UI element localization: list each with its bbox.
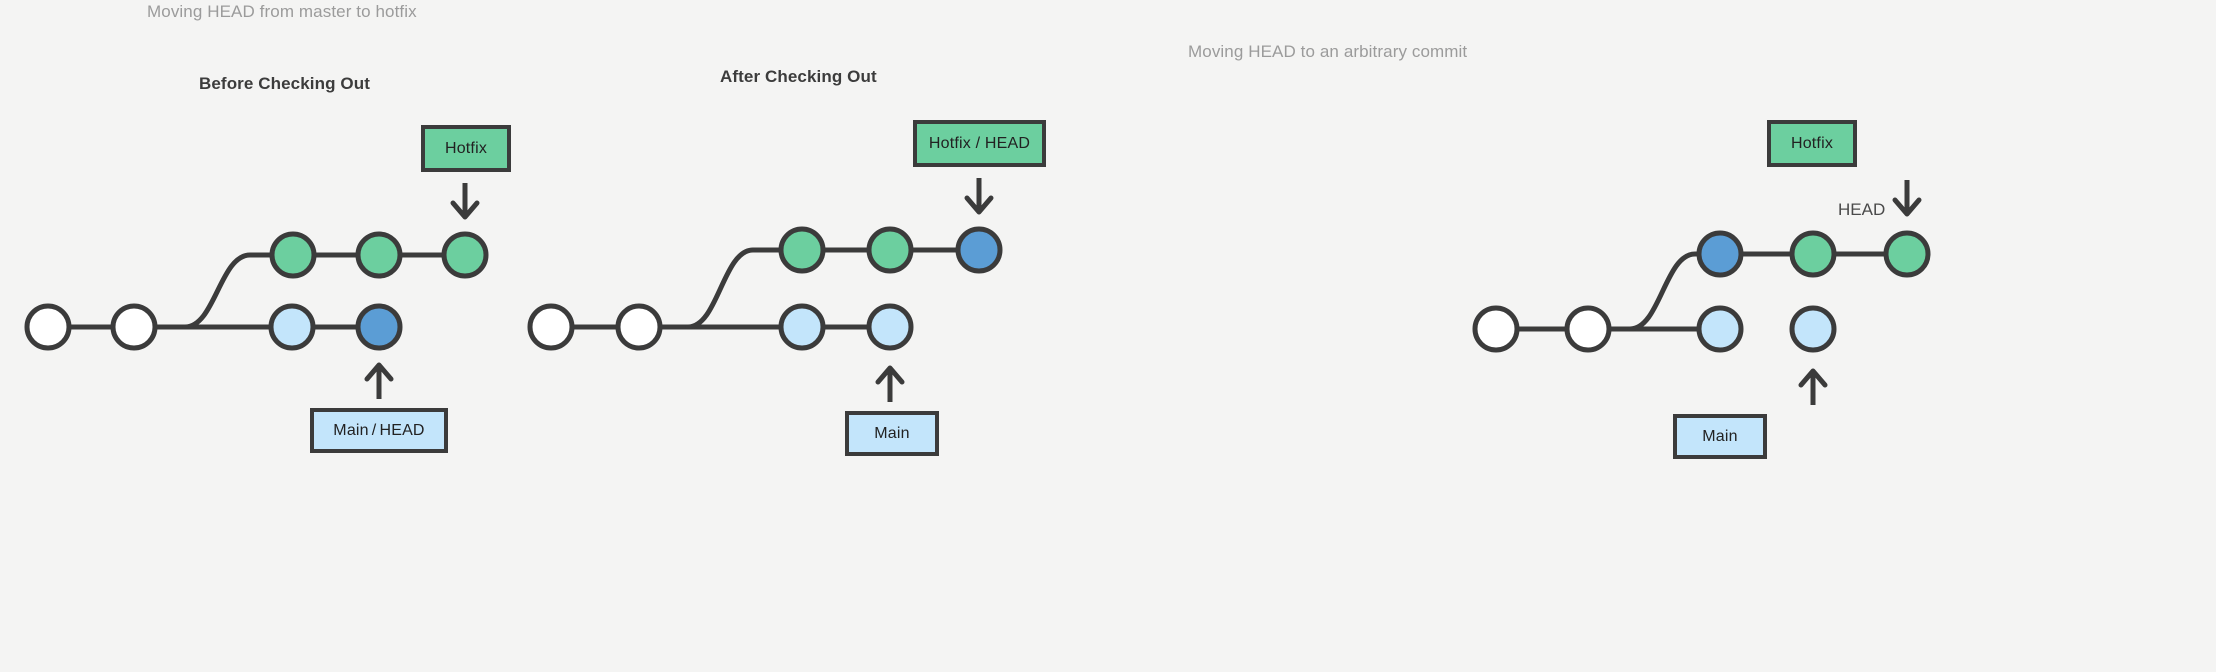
commit-node-hotfix-3[interactable]	[1883, 230, 1931, 278]
branch-tag-main-label: Main	[874, 424, 910, 442]
caption-left: Moving HEAD from master to hotfix	[147, 2, 417, 21]
commit-node-hotfix-3-head[interactable]	[955, 226, 1003, 274]
up-arrow-icon	[1798, 368, 1828, 405]
git-graph-3	[1472, 180, 1931, 405]
commit-node-hotfix-2[interactable]	[355, 231, 403, 279]
panel-arbitrary-commit: HEAD Hotfix Main	[1470, 0, 2210, 672]
commit-node-main-1[interactable]	[527, 303, 575, 351]
commit-node-main-2[interactable]	[615, 303, 663, 351]
branch-tag-label: Hotfix	[1790, 134, 1834, 152]
branch-tag-hotfix[interactable]: Hotfix	[1767, 120, 1857, 167]
branch-tag-separator: /	[371, 421, 377, 439]
commit-node-main-2[interactable]	[1564, 305, 1612, 353]
git-graph-2	[527, 178, 1003, 402]
up-arrow-icon	[364, 362, 394, 399]
branch-tag-hotfix[interactable]: Hotfix	[421, 125, 511, 172]
panel-title: Before Checking Out	[199, 74, 370, 93]
commit-node-main-3[interactable]	[778, 303, 826, 351]
branch-tag-head-label: HEAD	[379, 421, 425, 439]
branch-curve	[1627, 251, 1723, 332]
branch-tag-main[interactable]: Main	[845, 411, 939, 456]
panel-before-checking-out: Before Checking Out Hotfix Main / HEAD	[0, 0, 740, 672]
commit-node-main-4[interactable]	[1789, 305, 1837, 353]
commit-node-main-3[interactable]	[1696, 305, 1744, 353]
commit-node-hotfix-2[interactable]	[866, 226, 914, 274]
branch-tag-main-label: Main	[333, 421, 369, 439]
commit-node-main-1[interactable]	[1472, 305, 1520, 353]
commit-node-hotfix-1[interactable]	[778, 226, 826, 274]
commit-node-main-2[interactable]	[110, 303, 158, 351]
branch-tag-main-label: Main	[1702, 427, 1738, 445]
commit-node-hotfix-3[interactable]	[441, 231, 489, 279]
branch-tag-label: Hotfix	[444, 139, 488, 157]
down-arrow-icon	[1892, 180, 1922, 217]
commit-node-main-4-head[interactable]	[355, 303, 403, 351]
head-pointer-label: HEAD	[1838, 200, 1886, 219]
branch-tag-label: Hotfix / HEAD	[928, 134, 1031, 152]
git-graph-1	[24, 183, 489, 399]
up-arrow-icon	[875, 365, 905, 402]
commit-node-hotfix-1[interactable]	[269, 231, 317, 279]
panel-after-checking-out: After Checking Out Hotfix / HEAD Main	[527, 0, 1480, 672]
commit-node-main-1[interactable]	[24, 303, 72, 351]
branch-tag-main-head[interactable]: Main / HEAD	[310, 408, 448, 453]
commit-node-hotfix-1-head[interactable]	[1696, 230, 1744, 278]
branch-tag-main[interactable]: Main	[1673, 414, 1767, 459]
panel-title: After Checking Out	[720, 67, 877, 86]
down-arrow-icon	[450, 183, 480, 220]
branch-curve	[182, 252, 296, 330]
branch-curve	[685, 247, 805, 330]
down-arrow-icon	[964, 178, 994, 215]
caption-right: Moving HEAD to an arbitrary commit	[1188, 42, 1468, 61]
commit-node-main-4[interactable]	[866, 303, 914, 351]
commit-node-hotfix-2[interactable]	[1789, 230, 1837, 278]
branch-tag-hotfix-head[interactable]: Hotfix / HEAD	[913, 120, 1046, 167]
commit-node-main-3[interactable]	[268, 303, 316, 351]
